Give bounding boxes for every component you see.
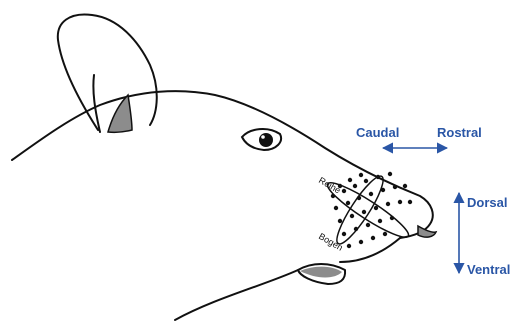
whisker-dot [359,173,363,177]
whisker-dot [383,232,387,236]
whisker-dot [386,202,390,206]
row-label: Reihe [317,175,342,195]
whisker-dot [346,201,350,205]
ventral-label: Ventral [467,262,510,277]
dorsal-label: Dorsal [467,195,507,210]
whisker-dot [347,244,351,248]
ear-outline [58,14,157,130]
eye-highlight [261,135,265,139]
arc-label: Bogen [317,231,345,253]
whisker-dot [398,200,402,204]
whisker-dot [393,185,397,189]
whisker-dot [342,232,346,236]
whisker-dot [374,206,378,210]
whisker-dot [342,189,346,193]
whisker-dot [366,223,370,227]
whisker-dot [378,219,382,223]
whisker-dot [364,179,368,183]
whisker-dot [408,200,412,204]
ear [58,14,157,132]
whisker-dot [348,178,352,182]
caudal-label: Caudal [356,125,399,140]
dorso-ventral-axis: Dorsal Ventral [459,193,510,277]
whisker-dot [338,219,342,223]
jaw-outline [175,270,298,320]
eye-pupil [259,133,273,147]
whisker-dot [362,210,366,214]
whisker-dot [371,236,375,240]
rostro-caudal-axis: Caudal Rostral [356,125,482,148]
lip-shading [300,267,342,278]
whisker-dot [334,206,338,210]
whisker-dot [359,240,363,244]
whisker-dot [388,172,392,176]
head-outline [12,91,433,238]
eye [242,129,281,150]
whisker-dot [403,184,407,188]
whisker-dot [353,184,357,188]
chin-outline [340,238,400,262]
rostral-label: Rostral [437,125,482,140]
arc-ellipse [331,172,390,249]
whisker-dot [350,214,354,218]
whisker-dot [369,192,373,196]
